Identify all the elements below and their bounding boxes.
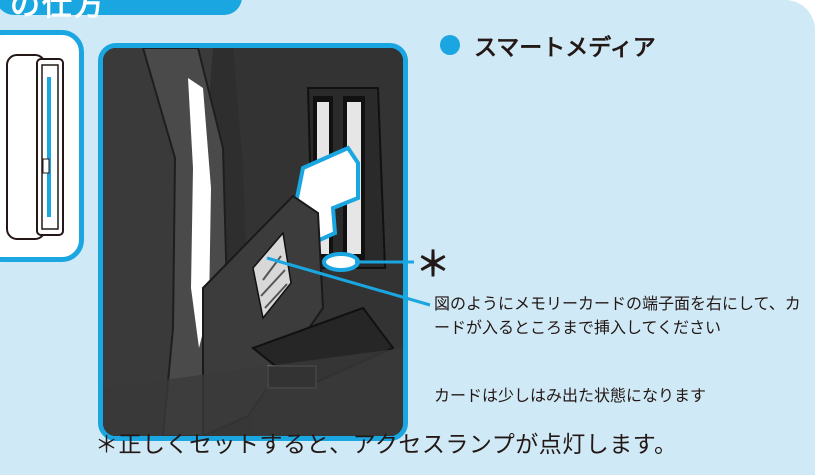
section-tab: の仕方 [0,0,242,23]
printer-card-slot-photo [98,43,408,441]
access-lamp-footnote: ＊正しくセットすると、アクセスランプが点灯します。 [95,432,678,458]
section-heading: スマートメディア [440,28,656,62]
section-tab-label: の仕方 [10,0,106,23]
card-slot-inset-illustration [0,30,84,262]
heading-text: スマートメディア [474,35,656,61]
printer-illustration [103,48,403,436]
insert-instruction-text: 図のようにメモリーカードの端子面を右にして、カードが入るところまで挿入してくださ… [434,294,801,337]
heading-bullet-icon [440,35,460,55]
card-protrusion-note: カードは少しはみ出た状態になります [434,386,707,405]
slot-diagram [6,54,64,240]
access-lamp-marker: ＊ [416,245,450,285]
